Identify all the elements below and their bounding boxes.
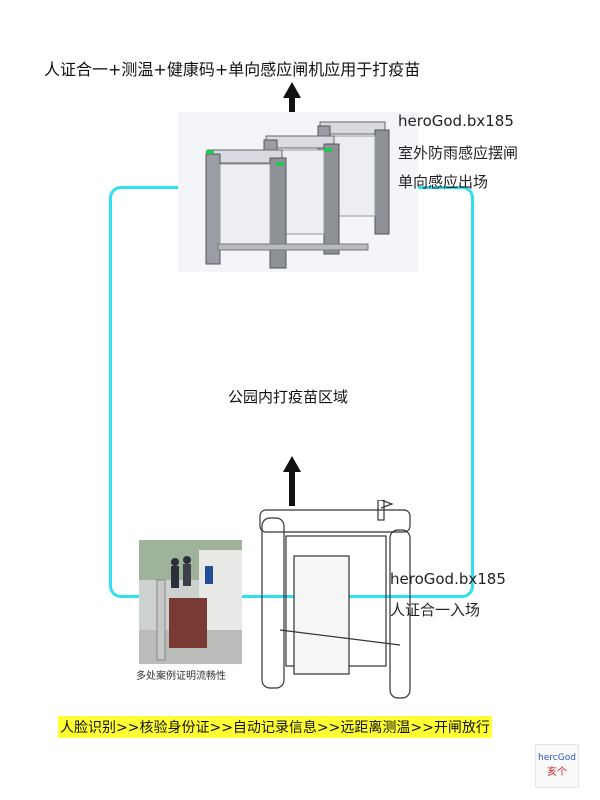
brand-logo: hercGod 亥个	[535, 744, 579, 788]
turnstile-gate-drawing	[259, 499, 411, 699]
logo-text-chinese: 亥个	[547, 767, 567, 778]
case-photo-drawing	[139, 540, 242, 664]
vaccination-area-label: 公园内打疫苗区域	[228, 388, 349, 406]
top-gate-brand: heroGod.bx185	[398, 112, 514, 130]
top-gate-line2: 单向感应出场	[398, 173, 489, 191]
top-gate-line1: 室外防雨感应摆闸	[398, 144, 519, 162]
process-banner: 人脸识别>>核验身份证>>自动记录信息>>远距离测温>>开闸放行	[58, 716, 492, 738]
exit-arrow-head	[283, 82, 301, 98]
photo-caption: 多处案例证明流畅性	[136, 671, 226, 682]
swing-gates-drawing	[205, 121, 390, 269]
bottom-gate-brand: heroGod.bx185	[390, 570, 506, 588]
diagram-title: 人证合一+测温+健康码+单向感应闸机应用于打疫苗	[44, 60, 421, 79]
entry-arrow-shaft	[289, 470, 295, 506]
entry-arrow-head	[283, 456, 301, 472]
bottom-gate-line1: 人证合一入场	[390, 601, 481, 619]
swing-gates-illustration	[178, 112, 418, 272]
gate-front	[205, 149, 287, 269]
case-photo	[139, 540, 242, 664]
logo-text-latin: hercGod	[538, 753, 576, 763]
turnstile-gate-illustration	[250, 499, 420, 705]
